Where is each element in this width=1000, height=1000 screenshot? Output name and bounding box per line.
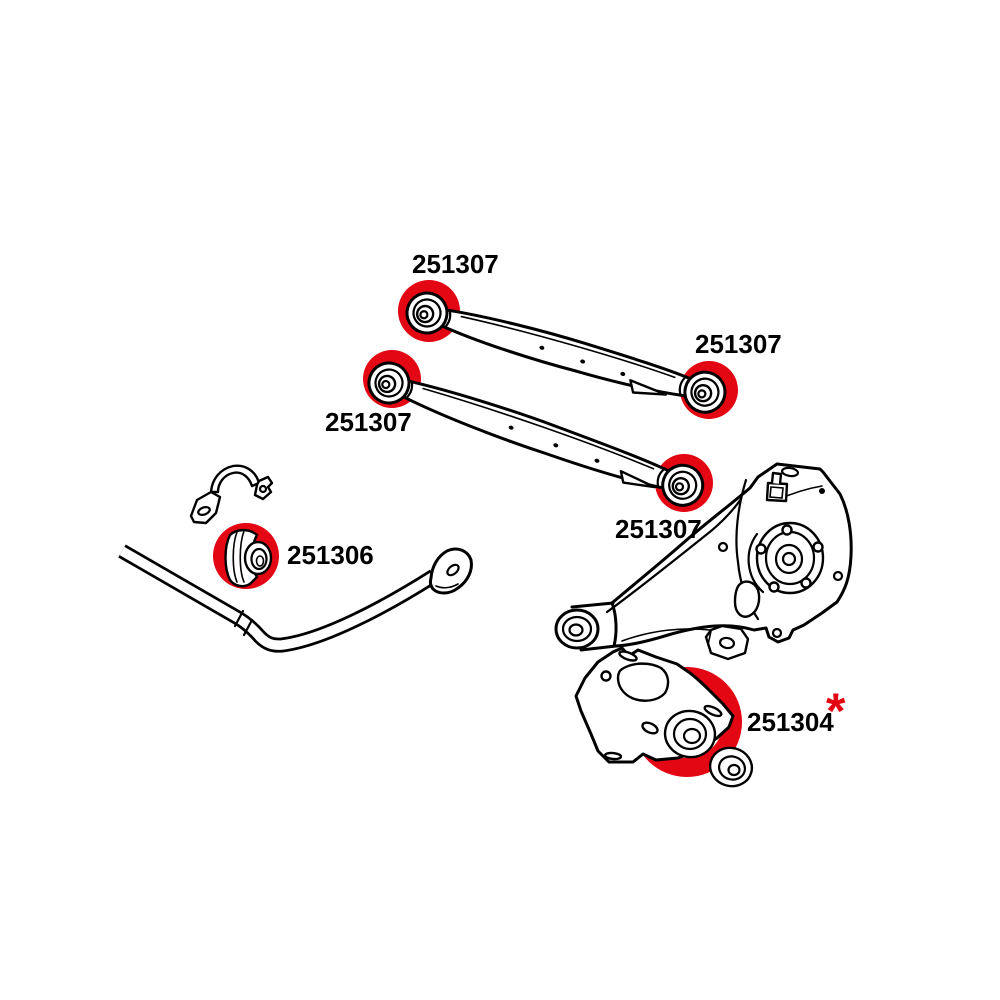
trailing-arm-assembly-drawing: [554, 462, 853, 661]
part-label-lower-arm-left: 251307: [325, 407, 412, 437]
part-label-bracket-bushing: 251304: [747, 707, 834, 737]
lateral-arm-upper-drawing: [405, 291, 727, 414]
part-label-stabilizer-bushing: 251306: [287, 540, 374, 570]
stabilizer-bushing-drawing: [224, 528, 273, 588]
trailing-arm-bracket-drawing: [574, 646, 754, 788]
stabilizer-bar-end-paddle: [428, 547, 473, 595]
part-label-upper-arm-right: 251307: [695, 329, 782, 359]
part-label-lower-arm-right: 251307: [615, 514, 702, 544]
part-label-upper-arm-left: 251307: [412, 249, 499, 279]
lateral-arm-lower-drawing: [367, 361, 705, 507]
stabilizer-clamp-bracket-drawing: [189, 464, 274, 525]
stabilizer-bar-drawing: [118, 544, 473, 653]
footnote-asterisk: *: [826, 683, 846, 739]
